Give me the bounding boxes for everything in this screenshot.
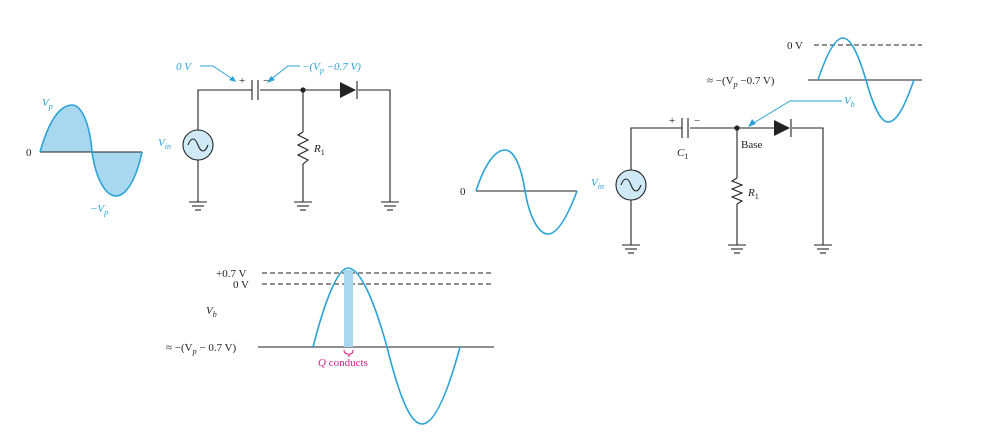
right-output-level-label: ≈ −(Vp −0.7 V) — [707, 75, 775, 89]
left-wave-negative-fill — [92, 152, 142, 196]
right-source-label: Vin — [591, 177, 604, 191]
right-ground-source — [622, 244, 640, 254]
bottom-conduction-band — [344, 270, 353, 347]
bottom-plus07-label: +0.7 V — [216, 268, 247, 280]
left-cap-right-arrowhead — [267, 76, 275, 83]
left-cap-left-arrowhead — [229, 76, 236, 82]
right-input-zero-label: 0 — [460, 186, 466, 198]
left-junction-dot — [300, 87, 306, 93]
right-output-zero-label: 0 V — [787, 40, 803, 52]
right-vb-arrow — [751, 100, 842, 125]
left-resistor — [296, 131, 310, 165]
bottom-conducts-label: Q conducts — [318, 357, 368, 369]
bottom-vb-graph: +0.7 V 0 V Vb ≈ −(Vp − 0.7 V) Q conducts — [166, 267, 494, 425]
right-output-curve — [817, 37, 915, 123]
left-ac-source — [182, 129, 214, 161]
right-wire-source-top — [630, 127, 682, 170]
left-resistor-label: R1 — [313, 143, 325, 157]
right-input-curve — [475, 149, 578, 235]
right-wire-diode-out — [792, 127, 824, 245]
left-source-label: Vin — [158, 137, 171, 151]
left-ground-diode — [381, 201, 399, 211]
right-ground-diode — [814, 244, 832, 254]
left-cap-plus: + — [239, 75, 245, 87]
bottom-zero-label: 0 V — [233, 279, 249, 291]
left-capacitor — [251, 80, 259, 100]
left-input-wave: Vp 0 −Vp — [26, 97, 143, 217]
left-diode — [340, 81, 358, 99]
left-circuit: + − R1 Vin — [158, 61, 399, 211]
left-cap-right-arrow — [269, 65, 300, 81]
bottom-level-label: ≈ −(Vp − 0.7 V) — [166, 342, 237, 356]
bottom-vb-curve — [312, 267, 461, 425]
left-wave-vp-label: Vp — [42, 97, 53, 111]
right-resistor — [730, 177, 744, 205]
left-cap-minus: − — [263, 75, 269, 87]
left-wire-diode-out — [358, 89, 391, 202]
bottom-conducts-brace — [343, 349, 354, 358]
right-cap-plus: + — [669, 115, 675, 127]
left-ground-resistor — [294, 201, 312, 211]
right-vb-arrowhead — [748, 119, 756, 127]
left-wave-neg-vp-label: −Vp — [90, 203, 108, 217]
left-cap-left-voltage-label: 0 V — [176, 61, 192, 73]
left-cap-right-voltage-label: −(Vp −0.7 V) — [302, 61, 361, 75]
right-resistor-label: R1 — [747, 187, 759, 201]
right-circuit: + − C1 Base R1 Vin — [591, 37, 922, 254]
left-cap-left-arrow — [200, 65, 235, 81]
right-ac-source — [615, 169, 647, 201]
right-cap-minus: − — [694, 115, 700, 127]
bottom-vb-label: Vb — [206, 305, 217, 319]
right-ground-resistor — [728, 244, 746, 254]
left-wave-curve — [39, 104, 143, 197]
left-ground-source — [189, 201, 207, 211]
right-cap-label: C1 — [677, 147, 688, 161]
right-capacitor — [681, 118, 689, 138]
right-input-wave: 0 — [460, 149, 578, 235]
left-wave-zero-label: 0 — [26, 147, 32, 159]
left-wire-source-top — [197, 89, 252, 130]
right-diode — [774, 119, 792, 137]
left-wave-positive-fill — [40, 105, 92, 152]
right-junction-dot — [734, 125, 740, 131]
right-output-vb-label: Vb — [844, 95, 855, 109]
right-base-label: Base — [741, 139, 763, 151]
right-output-wave: 0 V ≈ −(Vp −0.7 V) Vb — [707, 37, 922, 127]
